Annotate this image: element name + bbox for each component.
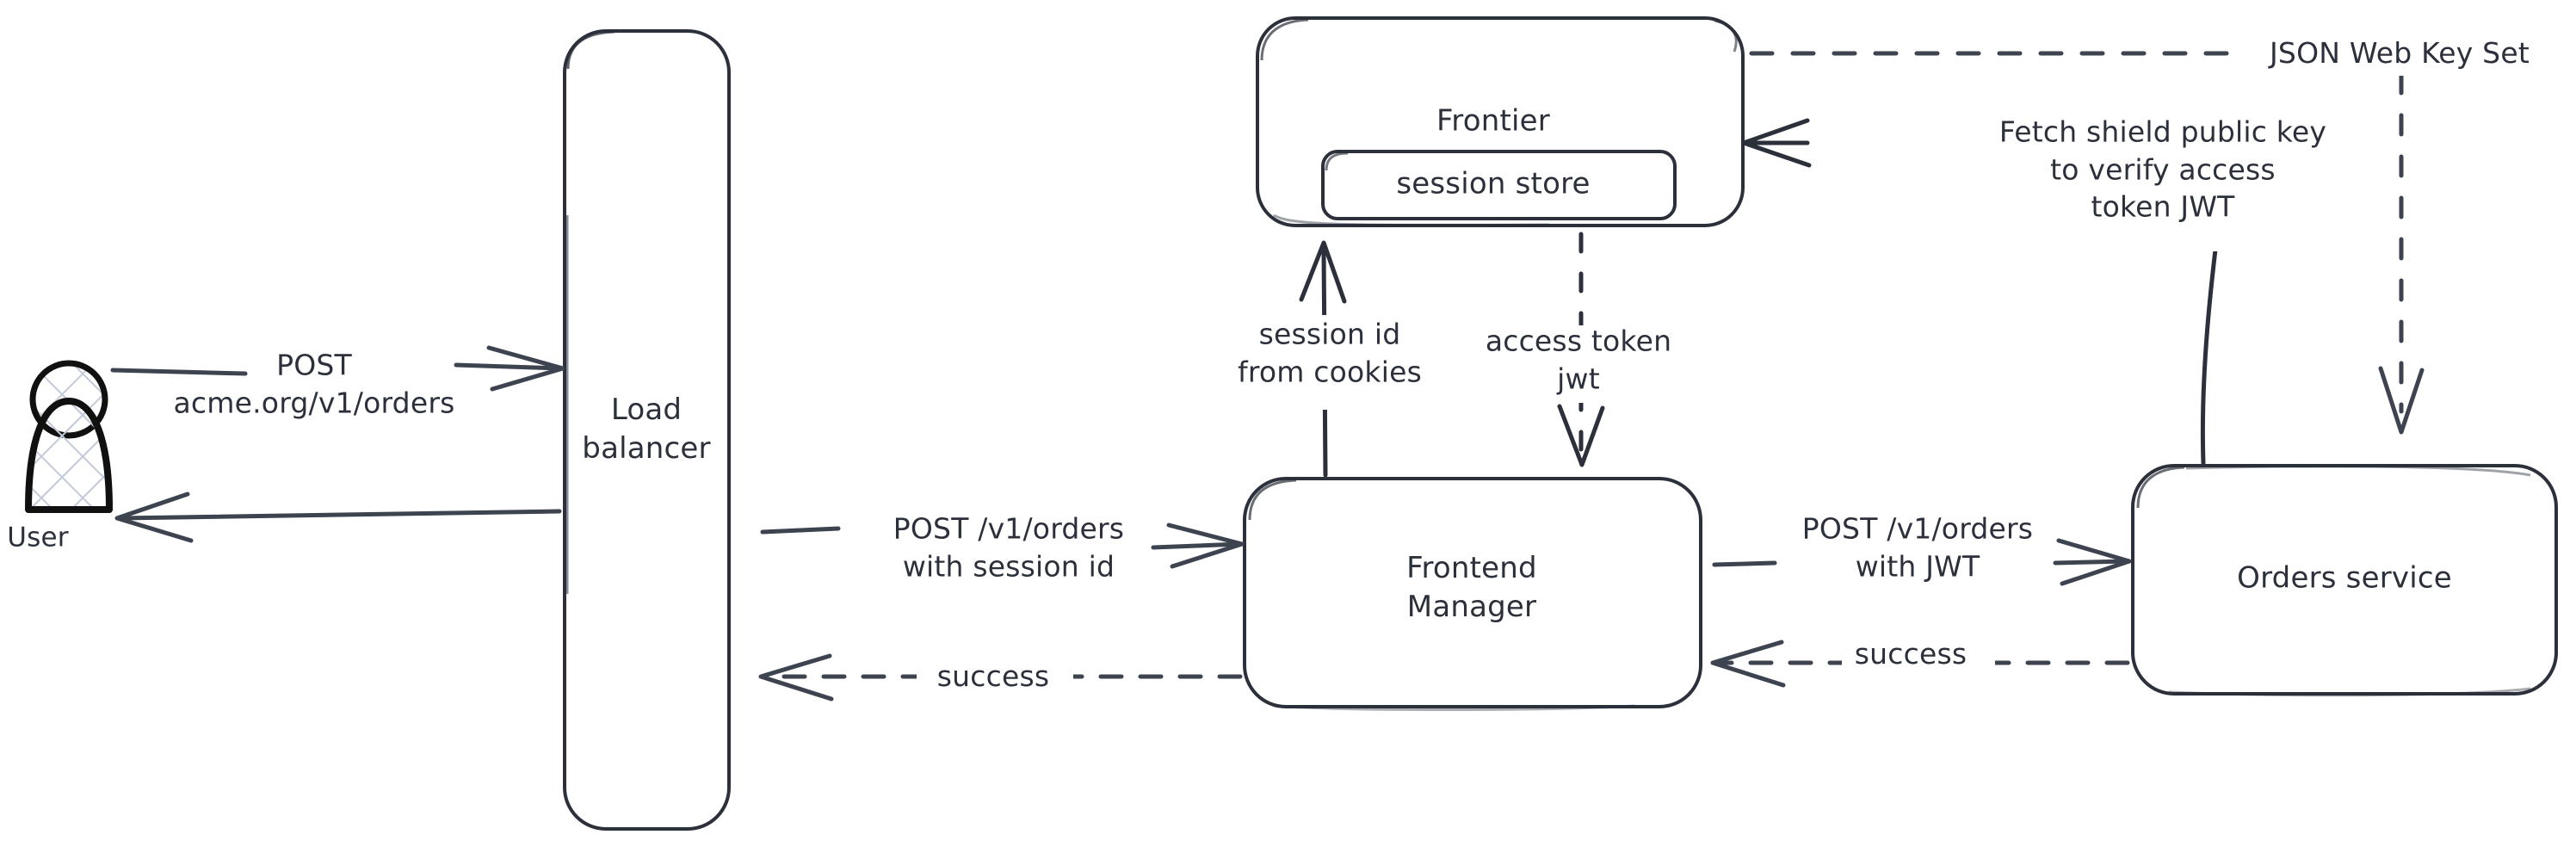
edge-frontend-manager-to-load-balancer-success bbox=[758, 653, 1243, 702]
edge-frontend-manager-to-orders-service bbox=[1712, 538, 2132, 586]
user-actor-icon bbox=[25, 360, 113, 513]
edge-frontier-to-orders-service-jwks bbox=[1749, 33, 2573, 435]
edge-orders-service-to-frontend-manager-success bbox=[1710, 640, 2130, 688]
load-balancer-node[interactable] bbox=[563, 29, 731, 831]
edge-load-balancer-to-user bbox=[114, 492, 562, 543]
orders-service-node[interactable] bbox=[2131, 464, 2558, 697]
frontend-manager-node[interactable] bbox=[1243, 477, 1702, 711]
session-store-node[interactable] bbox=[1321, 150, 1677, 220]
edge-user-to-load-balancer bbox=[110, 345, 565, 392]
edge-frontend-manager-to-frontier bbox=[1257, 240, 1407, 478]
edge-frontier-to-frontend-manager bbox=[1515, 232, 1652, 467]
edge-load-balancer-to-frontend-manager bbox=[760, 522, 1245, 569]
edge-orders-service-to-frontier bbox=[1741, 105, 2272, 466]
